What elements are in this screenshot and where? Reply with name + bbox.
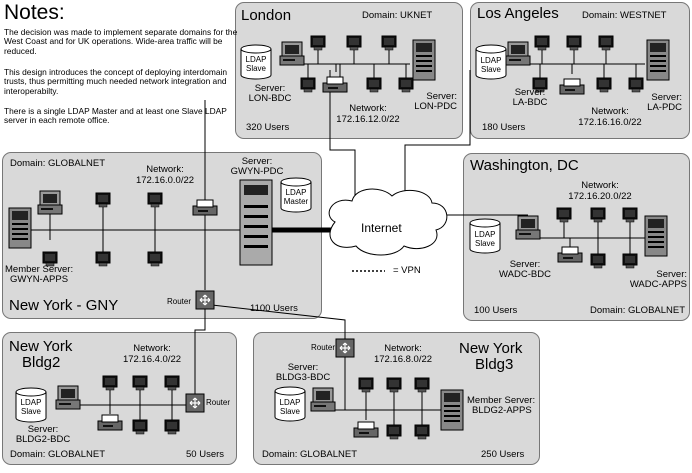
dc-network-label-1: Network:: [581, 180, 619, 191]
dc-domain: Domain: GLOBALNET: [590, 305, 686, 316]
wan-links: [194, 70, 528, 400]
gny-domain: Domain: GLOBALNET: [10, 158, 106, 169]
london-users: 320 Users: [246, 122, 290, 133]
bldg2-users: 50 Users: [186, 449, 225, 460]
bldg2-bdc-label-2: BLDG2-BDC: [15, 434, 71, 445]
notes-title: Notes:: [4, 1, 65, 24]
gny-pdc-label-2: GWYN-PDC: [230, 166, 284, 177]
bldg3-member-label-2: BLDG2-APPS: [472, 405, 532, 416]
la-network-label-2: 172.16.16.0/22: [578, 117, 642, 128]
bldg3-domain: Domain: GLOBALNET: [262, 449, 358, 460]
gny-member-label-2: GWYN-APPS: [10, 274, 69, 285]
la-ldap-label-2: Slave: [480, 65, 501, 74]
bldg2-network-label-2: 172.16.4.0/22: [122, 354, 182, 365]
bldg2-title-line-1: New York: [9, 338, 73, 355]
la-pdc-label-1: Server:: [651, 92, 682, 103]
dc-apps-label-1: Server:: [656, 269, 687, 280]
bldg2-title-line-2: Bldg2: [22, 354, 61, 371]
gny-pdc-label-1: Server:: [241, 156, 273, 167]
bldg3-users: 250 Users: [481, 449, 525, 460]
bldg3-title-line-1: New York: [459, 340, 523, 357]
dc-users: 100 Users: [474, 305, 518, 316]
bldg2-bdc-label-1: Server:: [27, 424, 59, 435]
la-network-label-1: Network:: [591, 106, 629, 117]
vpn-legend-label: = VPN: [393, 265, 421, 276]
bldg2-domain: Domain: GLOBALNET: [10, 449, 106, 460]
dc-title: Washington, DC: [470, 157, 579, 174]
la-network: [520, 48, 645, 80]
bldg3-network-label-2: 172.16.8.0/22: [373, 354, 433, 365]
gny-network-label-1: Network:: [146, 164, 184, 175]
la-ldap-label-1: LDAP: [480, 56, 502, 65]
dc-network-label-2: 172.16.20.0/22: [568, 191, 632, 202]
bldg2-ldap-label-2: Slave: [20, 407, 41, 416]
bldg3-ldap-label-1: LDAP: [279, 398, 301, 407]
bldg2-ldap-label-1: LDAP: [20, 398, 42, 407]
la-users: 180 Users: [482, 122, 526, 133]
dc-apps-label-2: WADC-APPS: [629, 279, 687, 290]
london-network: [292, 48, 410, 80]
london-bdc-label-1: Server:: [254, 83, 286, 94]
london-ldap-label-2: Slave: [245, 64, 266, 73]
gny-ldap-label-2: Master: [283, 197, 309, 206]
la-pdc-label-2: LA-PDC: [647, 102, 682, 113]
gny-member-label-1: Member Server:: [5, 264, 74, 275]
dc-bdc-label-2: WADC-BDC: [499, 269, 551, 280]
la-title: Los Angeles: [477, 5, 559, 22]
gny-router-label: Router: [167, 297, 192, 306]
gny-title: New York - GNY: [9, 297, 119, 314]
gny-network: [20, 205, 255, 252]
bldg3-bdc-label-2: BLDG3-BDC: [275, 372, 331, 383]
bldg2-network: [68, 388, 195, 420]
gny-ldap-label-1: LDAP: [285, 188, 307, 197]
bldg3-bdc-label-1: Server:: [287, 362, 319, 373]
london-bdc-label-2: LON-BDC: [248, 93, 292, 104]
london-ldap-label-1: LDAP: [245, 55, 267, 64]
internet-cloud: [328, 188, 448, 256]
gny-network-label-2: 172.16.0.0/22: [135, 175, 195, 186]
london-domain: Domain: UKNET: [362, 10, 433, 21]
london-pdc-label-1: Server:: [426, 91, 457, 102]
gny-users: 1100 Users: [250, 303, 298, 314]
bldg2-router-label: Router: [206, 398, 231, 407]
dc-ldap-label-2: Slave: [474, 239, 495, 248]
bldg3-member-label-1: Member Server:: [467, 395, 536, 406]
bldg3-title-line-2: Bldg3: [475, 356, 514, 373]
dc-bdc-label-1: Server:: [509, 259, 541, 270]
la-domain: Domain: WESTNET: [582, 10, 667, 21]
dc-network: [528, 220, 660, 256]
internet-label: Internet: [361, 221, 402, 235]
london-title: London: [241, 7, 292, 24]
london-network-label-1: Network:: [349, 103, 387, 114]
bldg3-router-label: Router: [311, 343, 336, 352]
bldg3-ldap-label-2: Slave: [279, 407, 300, 416]
la-bdc-label-2: LA-BDC: [512, 97, 548, 108]
bldg2-network-label-1: Network:: [133, 343, 171, 354]
bldg3-network: [318, 355, 450, 425]
london-pdc-label-2: LON-PDC: [414, 101, 457, 112]
notes-paragraph-1: The decision was made to implement separ…: [4, 27, 238, 56]
dc-ldap-label-1: LDAP: [474, 230, 496, 239]
london-network-label-2: 172.16.12.0/22: [336, 114, 400, 125]
la-bdc-label-1: Server:: [514, 87, 546, 98]
notes-paragraph-2: This design introduces the concept of de…: [4, 67, 228, 96]
gwyn-pdc-server: [239, 179, 273, 266]
notes-paragraph-3: There is a single LDAP Master and at lea…: [4, 106, 227, 126]
bldg3-network-label-1: Network:: [384, 343, 422, 354]
